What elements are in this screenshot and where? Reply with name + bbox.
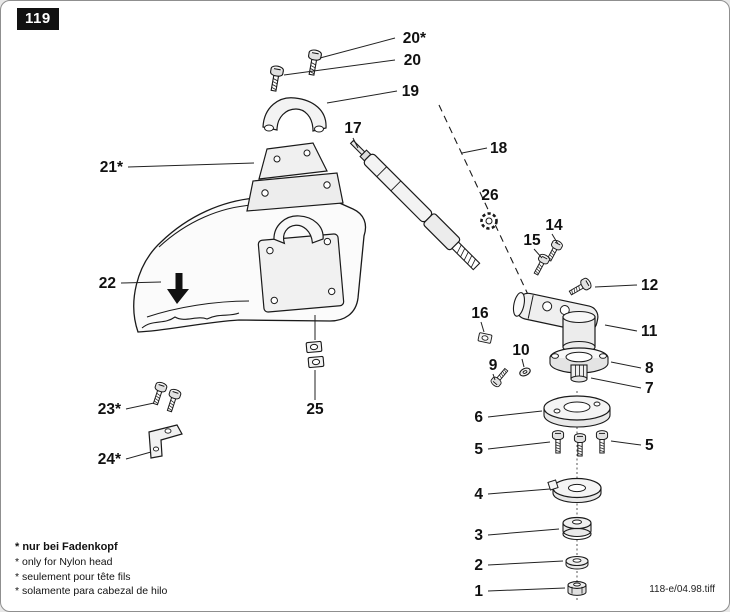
callout-labels: 20* 20 19 17 18 26 14 15 12 11 8 7 6 5 5… (98, 30, 659, 600)
part-washer-2 (565, 555, 589, 570)
callout-3: 3 (474, 527, 483, 544)
leader-18 (461, 147, 488, 154)
leader-16 (480, 321, 485, 333)
leader-17 (352, 137, 359, 149)
part-screw-12 (567, 276, 594, 299)
page-number-badge: 119 (17, 8, 59, 30)
leader-10 (521, 358, 525, 368)
callout-5-right: 5 (645, 437, 654, 454)
callout-12: 12 (641, 277, 658, 294)
callout-18: 18 (490, 140, 508, 157)
part-clamp-19 (262, 97, 327, 133)
callout-22: 22 (99, 275, 116, 292)
part-screw-20 (266, 64, 285, 93)
callout-7: 7 (645, 380, 654, 397)
footnote-es: * solamente para cabezal de hilo (15, 585, 168, 598)
footnote-de: * nur bei Fadenkopf (15, 540, 118, 553)
callout-20: 20 (404, 52, 421, 69)
footnotes: * nur bei Fadenkopf * only for Nylon hea… (15, 540, 167, 599)
leader-1 (487, 587, 566, 592)
guard-mounting-plate (257, 215, 345, 313)
part-screw-5c (595, 430, 609, 454)
callout-2: 2 (474, 557, 483, 574)
leader-2 (487, 560, 564, 566)
part-screw-5b (573, 433, 587, 457)
callout-11: 11 (641, 323, 658, 340)
callout-6: 6 (474, 409, 483, 426)
leader-6 (487, 410, 543, 418)
callout-24star: 24* (98, 451, 122, 468)
callout-19: 19 (402, 83, 420, 100)
callout-14: 14 (545, 217, 563, 234)
part-nut-25b (307, 355, 325, 369)
file-reference: 118-e/04.98.tiff (649, 584, 715, 595)
part-shaft-17 (349, 139, 481, 271)
leader-20 (283, 59, 396, 76)
part-gearhead-11 (512, 292, 599, 354)
part-washer-10 (519, 367, 531, 377)
callout-4: 4 (474, 486, 483, 503)
leader-23star (125, 402, 155, 410)
callout-10: 10 (512, 342, 529, 359)
leader-21star (127, 162, 255, 168)
part-support-21 (246, 142, 344, 212)
part-spring-washer-26 (480, 212, 498, 230)
callout-25: 25 (306, 401, 324, 418)
part-screw-23b (163, 387, 183, 414)
leader-5b (610, 440, 642, 446)
leader-24star (125, 451, 152, 460)
leader-22 (120, 281, 162, 284)
callout-20star: 20* (403, 30, 427, 47)
leader-19 (326, 90, 398, 104)
leader-12 (594, 284, 638, 288)
shaft-axis-dashed-line (438, 104, 532, 302)
part-nut-25a (305, 340, 323, 354)
leader-14 (551, 233, 559, 245)
footnote-fr: * seulement pour tête fils (15, 570, 131, 583)
callout-16: 16 (471, 305, 489, 322)
direction-arrow (167, 273, 189, 304)
part-bracket-24 (148, 424, 183, 459)
footnote-en: * only for Nylon head (15, 555, 113, 568)
callout-5-left: 5 (474, 441, 483, 458)
callout-1: 1 (474, 583, 483, 600)
part-nut-1 (567, 581, 587, 596)
callout-26: 26 (481, 187, 499, 204)
leader-5a (487, 441, 551, 450)
callout-9: 9 (489, 357, 498, 374)
part-plate-6 (543, 395, 611, 428)
part-nut-16 (477, 332, 493, 344)
part-screw-23a (149, 380, 169, 407)
leader-9 (492, 373, 496, 381)
callout-15: 15 (523, 232, 541, 249)
callout-17: 17 (344, 120, 361, 137)
leader-lines (120, 37, 642, 592)
leader-15 (533, 248, 543, 259)
callout-8: 8 (645, 360, 654, 377)
leader-7 (590, 377, 642, 389)
callout-21star: 21* (100, 159, 124, 176)
part-pinion-7 (570, 364, 588, 383)
leader-11 (604, 324, 638, 332)
callout-23star: 23* (98, 401, 122, 418)
leader-4 (487, 488, 551, 495)
part-disc-4 (547, 477, 602, 504)
leader-20star (319, 37, 396, 59)
leader-8 (610, 361, 642, 369)
leader-3 (487, 528, 560, 536)
part-bearing-3 (562, 516, 592, 541)
part-screw-5a (551, 430, 565, 454)
